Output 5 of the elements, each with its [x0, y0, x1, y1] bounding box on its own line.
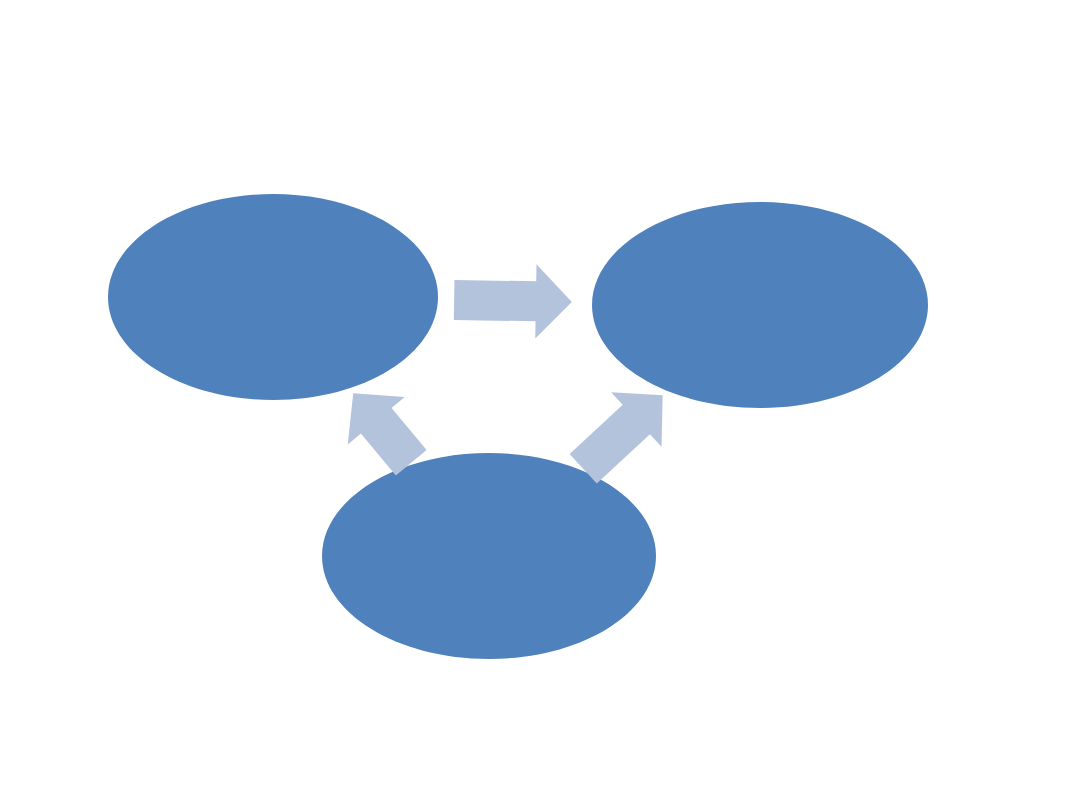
ellipse — [322, 453, 656, 659]
block-arrow — [569, 392, 663, 484]
block-arrow — [347, 393, 427, 476]
ellipse — [592, 202, 928, 408]
ellipse — [108, 194, 438, 400]
